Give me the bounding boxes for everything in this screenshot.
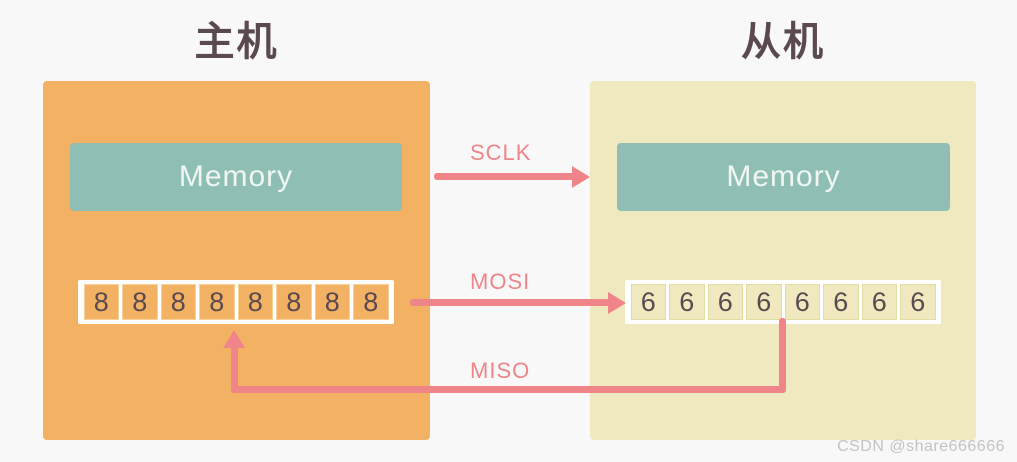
miso-arrow-icon	[223, 330, 245, 348]
bit-cell: 6	[861, 284, 897, 320]
miso-wire-master-rise	[231, 346, 238, 390]
bit-cell: 8	[353, 284, 389, 320]
bit-cell: 6	[784, 284, 820, 320]
bit-cell: 8	[276, 284, 312, 320]
bit-cell: 8	[122, 284, 158, 320]
master-shift-register: 8 8 8 8 8 8 8 8	[78, 280, 394, 324]
bit-cell: 6	[746, 284, 782, 320]
mosi-arrow-icon	[608, 292, 626, 314]
slave-title: 从机	[741, 20, 825, 64]
bit-cell: 6	[669, 284, 705, 320]
miso-wire-horizontal	[231, 386, 786, 393]
bit-cell: 8	[83, 284, 119, 320]
bit-cell: 8	[237, 284, 273, 320]
sclk-label: SCLK	[470, 140, 532, 165]
mosi-wire	[410, 299, 610, 306]
bit-cell: 6	[707, 284, 743, 320]
bit-cell: 8	[314, 284, 350, 320]
miso-label: MISO	[470, 358, 531, 383]
sclk-wire	[434, 173, 574, 180]
slave-shift-register: 6 6 6 6 6 6 6 6	[625, 280, 941, 324]
miso-wire-slave-drop	[779, 318, 786, 390]
watermark: CSDN @share666666	[837, 438, 1005, 455]
bit-cell: 8	[160, 284, 196, 320]
bit-cell: 6	[630, 284, 666, 320]
mosi-label: MOSI	[470, 269, 531, 294]
master-memory-block: Memory	[70, 143, 402, 211]
bit-cell: 6	[900, 284, 936, 320]
bit-cell: 6	[823, 284, 859, 320]
bit-cell: 8	[199, 284, 235, 320]
slave-memory-block: Memory	[617, 143, 950, 211]
master-title: 主机	[194, 20, 279, 64]
sclk-arrow-icon	[572, 166, 590, 188]
